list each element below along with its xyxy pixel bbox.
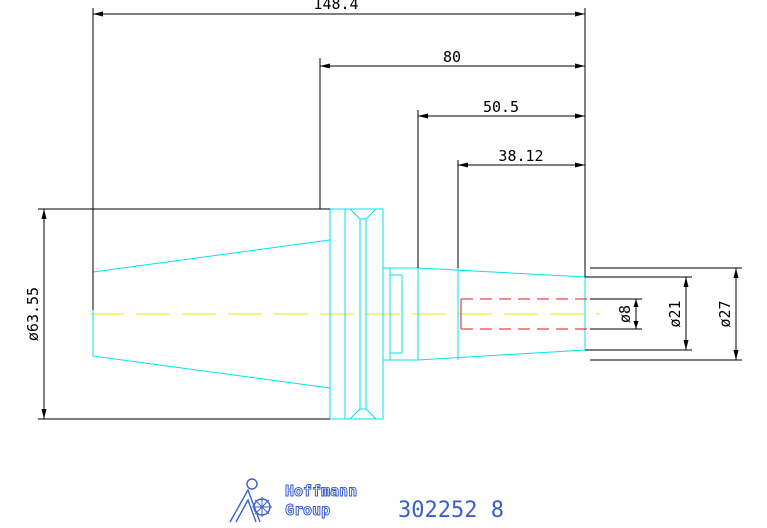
dim-text-shank-length: 38.12 [498, 147, 543, 165]
arrow [733, 350, 739, 360]
arrow [575, 162, 585, 168]
dim-text-bore-diameter: ø8 [616, 305, 634, 323]
logo-brand-line2: Group [285, 501, 330, 519]
dim-text-shank-diameter: ø27 [716, 300, 734, 327]
dimension-lines [38, 8, 742, 420]
dim-text-flange-diameter: ø63.55 [24, 287, 42, 341]
flange [329, 208, 384, 420]
dim-text-tip-diameter: ø21 [666, 300, 684, 327]
arrow [575, 63, 585, 69]
arrow [575, 113, 585, 119]
dim-text-taper-length: 80 [443, 48, 461, 66]
neck [390, 267, 419, 361]
v-groove-top [349, 208, 377, 220]
hoffmann-logo: Hoffmann Group [229, 478, 358, 523]
arrow [683, 277, 689, 287]
arrow [41, 209, 47, 219]
part-outline [92, 208, 586, 420]
shank [417, 267, 586, 361]
logo-brand-line1: Hoffmann [285, 482, 357, 500]
arrow [458, 162, 468, 168]
arrow [418, 113, 428, 119]
arrow [633, 321, 639, 329]
arrow [320, 63, 330, 69]
arrow [633, 299, 639, 307]
part-number: 302252 8 [398, 498, 504, 523]
arrow [41, 409, 47, 419]
arrow [575, 11, 585, 17]
neck-relief [390, 274, 403, 354]
title-block: Hoffmann Group 302252 8 [229, 478, 504, 523]
dim-text-neck-length: 50.5 [483, 98, 519, 116]
dimension-labels: 148.4 80 50.5 38.12 ø63.55 ø8 ø21 ø27 [24, 0, 734, 341]
hoffmann-logo-mark [229, 478, 272, 523]
dim-text-overall-length: 148.4 [313, 0, 358, 13]
v-groove-bottom [349, 408, 377, 420]
arrow [93, 11, 103, 17]
neck-step [383, 267, 391, 361]
arrow [733, 268, 739, 278]
hidden-bore [460, 298, 590, 330]
arrow [683, 340, 689, 350]
arrowheads [41, 11, 739, 419]
